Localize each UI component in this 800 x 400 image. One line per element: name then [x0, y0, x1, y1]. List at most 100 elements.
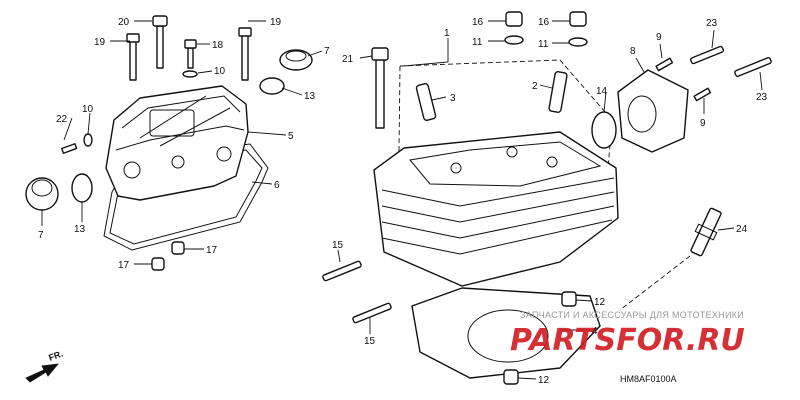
cover-boss-mid: [171, 155, 185, 169]
tappet-cap-left: [25, 177, 59, 211]
leader-5: [247, 131, 287, 136]
tappet-cap-left-rim: [31, 179, 53, 197]
cover-top-ridge: [121, 95, 241, 129]
o-ring-upper: [259, 77, 285, 95]
cylinder-head-cover: [105, 85, 249, 201]
insulator-bolt-upper: [655, 57, 674, 72]
leader-1: [403, 38, 449, 67]
cylinder-head-gasket: [411, 287, 601, 379]
dowel-pin-lower: [151, 257, 165, 271]
callout-23: 23: [756, 92, 768, 103]
leader-10b: [87, 112, 91, 135]
sealing-washer-top: [182, 70, 198, 78]
leader-22: [63, 117, 73, 141]
callout-10: 10: [214, 66, 226, 77]
head-top-deck: [409, 141, 602, 187]
cover-rocker-block: [149, 109, 195, 137]
callout-20: 20: [118, 17, 130, 28]
callout-11: 11: [538, 39, 549, 50]
dowel-pin-upper: [171, 241, 185, 255]
callout-7: 7: [38, 230, 44, 241]
leader-8: [635, 57, 645, 73]
o-ring-left: [71, 173, 93, 203]
leader-14: [603, 91, 607, 113]
callout-11: 11: [472, 37, 483, 48]
cap-nut-left: [505, 11, 523, 27]
leader-7a: [307, 50, 323, 57]
sealing-washer-left: [83, 133, 93, 147]
leader-12b: [517, 377, 537, 380]
leader-lines: [41, 20, 763, 380]
intake-group: [591, 45, 772, 257]
callout-12: 12: [538, 375, 550, 386]
callout-16: 16: [472, 17, 484, 28]
cover-bolt-right: [241, 33, 249, 81]
leader-21: [359, 55, 373, 59]
stud-upper: [322, 260, 362, 282]
callout-19: 19: [94, 37, 106, 48]
valve-guide-2: [548, 71, 568, 113]
head-stud-hole-3: [546, 156, 558, 168]
callout-2: 2: [532, 81, 538, 92]
cover-bolt-20-head: [152, 15, 168, 27]
carburetor-insulator: [617, 69, 689, 153]
callout-24: 24: [736, 224, 748, 235]
cover-bolt-18-head: [184, 39, 197, 49]
spark-plug-hex: [694, 223, 718, 241]
insulator-long-bolt-lower: [734, 57, 772, 77]
leader-24: [717, 227, 735, 231]
cover-front-face: [115, 125, 245, 151]
cover-boss-right: [216, 146, 232, 162]
callout-15: 15: [332, 240, 344, 251]
insulator-bolt-lower: [693, 87, 712, 102]
callout-9: 9: [700, 118, 706, 129]
head-stud-hole-2: [506, 146, 518, 158]
head-fin-1: [381, 177, 615, 207]
cap-nut-right: [569, 11, 587, 27]
cover-bolt-left: [129, 39, 137, 81]
callout-17: 17: [118, 260, 130, 271]
insulator-port: [627, 95, 657, 133]
callout-17: 17: [206, 245, 218, 256]
callout-18: 18: [212, 40, 224, 51]
gasket-bore: [467, 309, 549, 363]
insulator-long-bolt-upper: [690, 45, 724, 65]
valve-guide-3: [415, 83, 437, 121]
cover-bolt-18: [187, 47, 194, 69]
callout-13: 13: [304, 91, 316, 102]
leader-23b: [759, 71, 763, 91]
washer-right: [568, 37, 588, 47]
head-bolt-21: [375, 57, 385, 129]
dowel-upper: [561, 291, 577, 307]
front-label: FR.: [47, 349, 64, 363]
spark-plug: [690, 207, 722, 257]
callout-12: 12: [594, 297, 606, 308]
callout-22: 22: [56, 114, 68, 125]
tappet-cap-upper: [279, 49, 313, 71]
cover-bolt-right-head: [238, 27, 252, 37]
cover-boss-left: [123, 161, 141, 179]
head-fin-2: [381, 191, 615, 223]
leader-2: [539, 84, 553, 89]
front-arrow-icon: [25, 363, 59, 383]
callout-16: 16: [538, 17, 550, 28]
callout-15: 15: [364, 336, 376, 347]
leader-9a: [659, 43, 663, 59]
leader-24-dash: [619, 255, 691, 311]
leader-3: [431, 96, 447, 101]
callout-1: 1: [444, 28, 450, 39]
callout-13: 13: [74, 224, 86, 235]
callout-23: 23: [706, 18, 718, 29]
watermark-logo: PARTSFOR.RU: [510, 323, 745, 358]
callout-19: 19: [270, 17, 282, 28]
cover-bolt-22: [61, 143, 78, 154]
cover-bolt-20: [156, 25, 164, 69]
spark-plug-body: [690, 207, 722, 257]
head-fin-3: [381, 205, 615, 239]
callout-8: 8: [630, 46, 636, 57]
callout-numbers: 20 19 19 18 10 10 7 13 5 6 22 7 13 17 17…: [38, 17, 768, 386]
stud-lower: [352, 302, 392, 324]
leader-15a: [337, 249, 341, 263]
callout-3: 3: [450, 93, 456, 104]
cover-bolt-left-head: [126, 33, 140, 43]
